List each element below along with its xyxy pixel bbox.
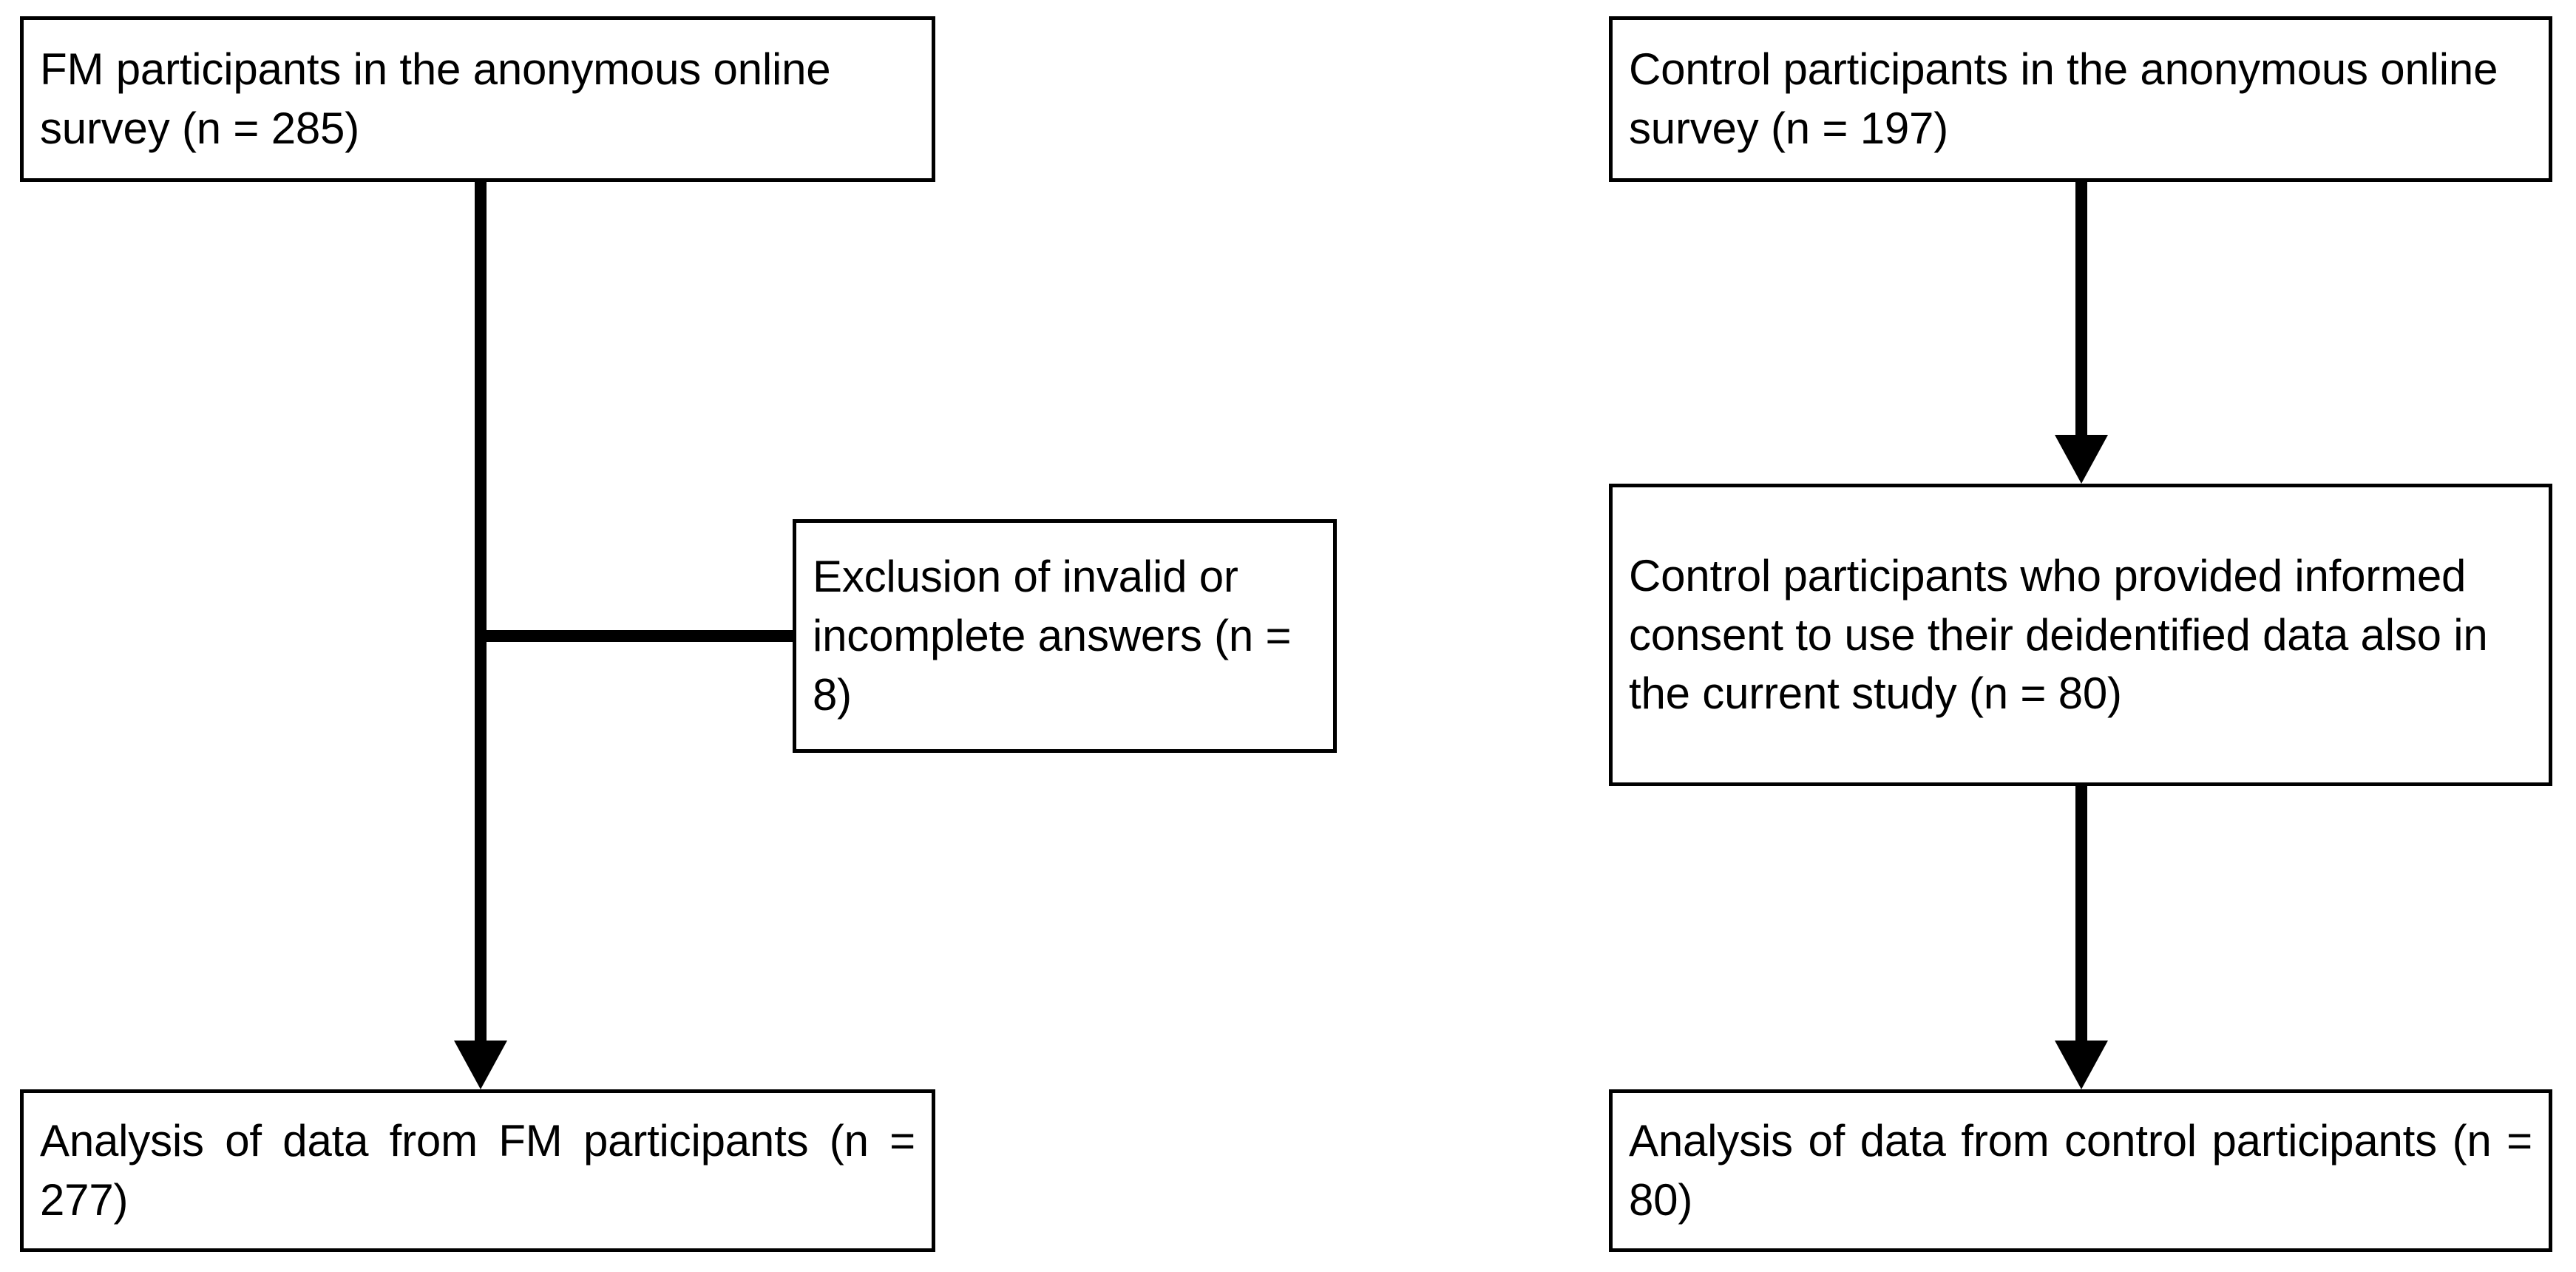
- connector-control-consent-to-analysis-line: [2075, 786, 2087, 1041]
- box-fm-analysis: Analysis of data from FM participants (n…: [20, 1089, 935, 1252]
- box-control-survey-label: Control participants in the anonymous on…: [1629, 44, 2498, 153]
- box-control-analysis: Analysis of data from control participan…: [1609, 1089, 2552, 1252]
- box-control-consent: Control participants who provided inform…: [1609, 484, 2552, 786]
- arrow-down-icon-control-consent: [2055, 435, 2108, 484]
- box-fm-analysis-label: Analysis of data from FM participants (n…: [40, 1116, 915, 1225]
- connector-fm-survey-to-fm-analysis-line: [475, 182, 487, 1047]
- box-control-analysis-label: Analysis of data from control participan…: [1629, 1116, 2532, 1225]
- box-fm-survey: FM participants in the anonymous online …: [20, 16, 935, 182]
- box-exclusion-label: Exclusion of invalid or incomplete answe…: [813, 552, 1292, 720]
- box-fm-survey-label: FM participants in the anonymous online …: [40, 44, 831, 153]
- box-exclusion: Exclusion of invalid or incomplete answe…: [793, 519, 1337, 753]
- box-control-survey: Control participants in the anonymous on…: [1609, 16, 2552, 182]
- arrow-down-icon-control-analysis: [2055, 1041, 2108, 1089]
- connector-control-survey-to-consent-line: [2075, 182, 2087, 437]
- arrow-down-icon-fm-analysis: [454, 1041, 507, 1089]
- box-control-consent-label: Control participants who provided inform…: [1629, 550, 2488, 719]
